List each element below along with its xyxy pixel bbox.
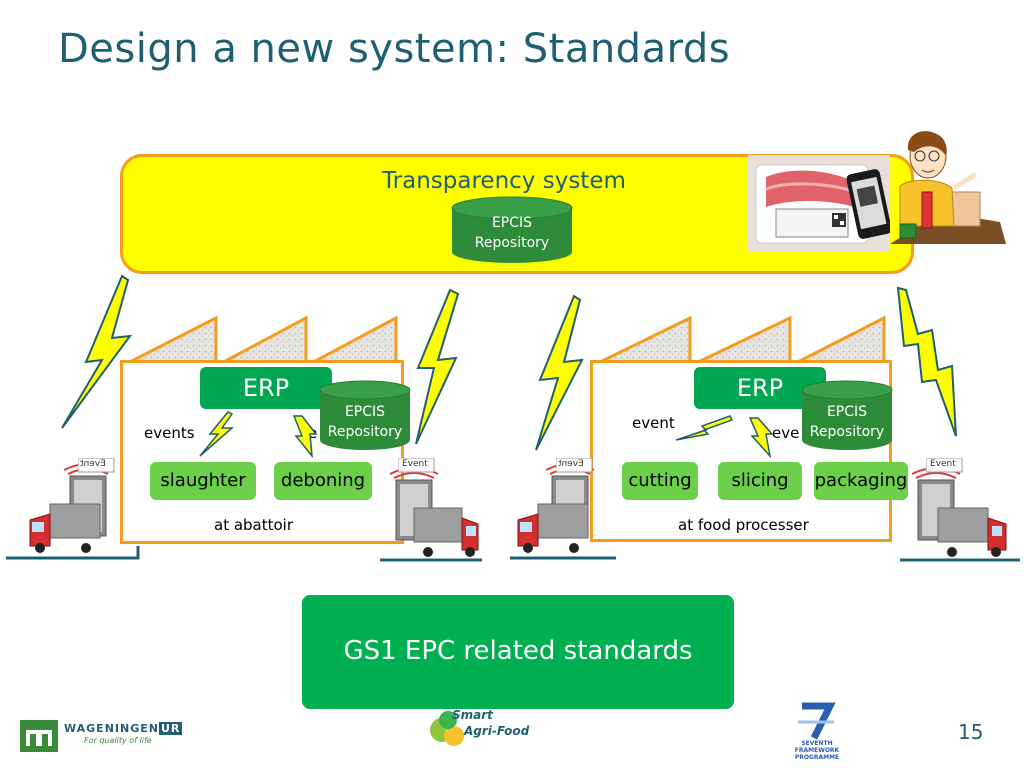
processor-factory-roof bbox=[591, 315, 886, 369]
wageningen-name: WAGENINGEN bbox=[64, 722, 159, 735]
processor-repo-line1: EPCIS bbox=[826, 404, 868, 420]
smart-agrifood-line2: Agri-Food bbox=[464, 724, 530, 738]
event-tag-icon bbox=[78, 458, 115, 473]
step-deboning: deboning bbox=[274, 462, 372, 500]
smart-agrifood-line1: Smart bbox=[452, 708, 493, 722]
step-cutting: cutting bbox=[622, 462, 698, 500]
event-tag-label: Event bbox=[402, 459, 428, 469]
lightning-bolt-icon bbox=[415, 288, 460, 445]
smart-agrifood-logo-icon bbox=[430, 711, 464, 746]
truck-rfid-gate-icon bbox=[6, 463, 140, 560]
lightning-bolt-icon bbox=[748, 417, 774, 458]
step-slicing: slicing bbox=[718, 462, 802, 500]
lightning-bolt-icon bbox=[292, 415, 318, 458]
product-scan-photo bbox=[748, 155, 890, 251]
processor-repo-line2: Repository bbox=[809, 424, 885, 440]
fp7-line1: SEVENTH FRAMEWORK bbox=[794, 740, 840, 754]
abattoir-factory-roof bbox=[121, 315, 398, 369]
transparency-system-label: Transparency system bbox=[382, 168, 626, 194]
event-tag-icon bbox=[556, 458, 593, 473]
event-tag-icon bbox=[398, 458, 435, 473]
transparency-repo-line2: Repository bbox=[474, 235, 550, 251]
lightning-bolt-icon bbox=[199, 411, 234, 457]
wageningen-ur: UR bbox=[158, 722, 183, 735]
step-slaughter: slaughter bbox=[150, 462, 256, 500]
abattoir-repo-line2: Repository bbox=[327, 424, 403, 440]
event-tag-icon bbox=[926, 458, 963, 473]
lightning-bolt-icon bbox=[61, 274, 133, 429]
processor-event-label: event bbox=[632, 414, 675, 432]
slide-title: Design a new system: Standards bbox=[58, 26, 731, 72]
abattoir-repo-line1: EPCIS bbox=[344, 404, 386, 420]
shopper-person-icon bbox=[890, 131, 1006, 244]
processor-epcis-repository bbox=[801, 380, 893, 450]
transparency-repo-line1: EPCIS bbox=[491, 215, 533, 231]
processor-event-label-right: eve bbox=[772, 424, 800, 442]
truck-rfid-gate-icon bbox=[380, 467, 482, 562]
lightning-bolt-icon bbox=[535, 294, 584, 451]
fp7-line2: PROGRAMME bbox=[794, 754, 840, 761]
event-tag-label: Event bbox=[558, 459, 584, 469]
event-tag-label: Event bbox=[930, 459, 956, 469]
event-tag-label: Event bbox=[80, 459, 106, 469]
transparency-epcis-repository bbox=[451, 196, 573, 263]
abattoir-epcis-repository bbox=[319, 380, 411, 450]
processor-caption: at food processer bbox=[678, 516, 809, 534]
truck-rfid-gate-icon bbox=[510, 463, 616, 560]
wageningen-tagline: For quality of life bbox=[84, 736, 152, 745]
step-packaging: packaging bbox=[814, 462, 908, 500]
wageningen-logo-icon bbox=[20, 720, 58, 752]
lightning-bolt-icon bbox=[675, 415, 734, 441]
fp7-logo-icon bbox=[798, 702, 836, 740]
gs1-standards-box bbox=[302, 595, 734, 709]
abattoir-caption: at abattoir bbox=[214, 516, 294, 534]
page-number: 15 bbox=[958, 720, 984, 744]
lightning-bolt-icon bbox=[896, 286, 957, 437]
abattoir-erp: ERP bbox=[200, 367, 332, 409]
gs1-standards-label: GS1 EPC related standards bbox=[343, 636, 693, 666]
abattoir-events-label: events bbox=[144, 424, 195, 442]
